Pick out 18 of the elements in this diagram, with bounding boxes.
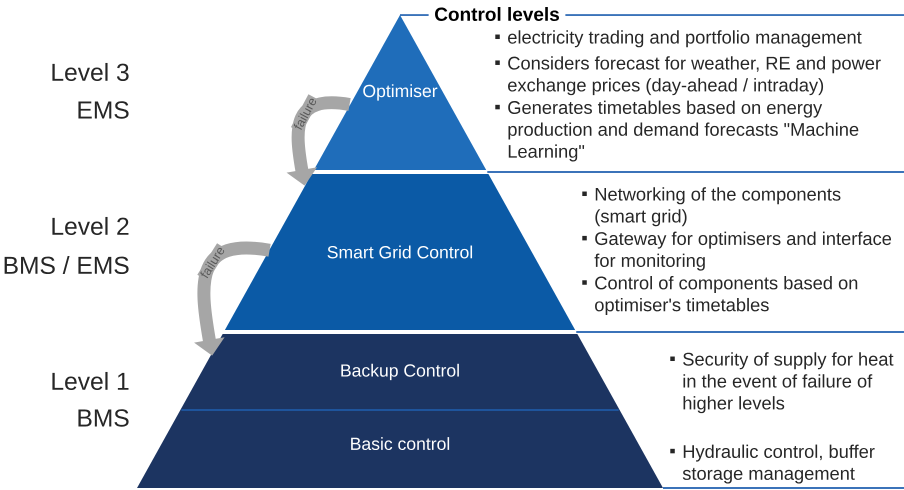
level-label: Level 2 [52,216,128,236]
pyramid-level: Backup Control [180,334,620,410]
bullet-text: Security of supply for heat in the event of failure of higher levels [683,352,894,414]
level-label: EMS [78,101,129,119]
bullet-text: Hydraulic control, buffer storage management [682,444,875,484]
level-label: BMS [78,409,129,427]
bullet-text: Gateway for optimisers and interface for monitoring [594,232,892,271]
bullet-text: electricity trading and portfolio management [508,30,862,48]
level-label: Level 3 [52,62,129,82]
level-label: Level 1 [52,372,128,390]
bullet-text: Networking of the components (smart grid) [595,187,840,226]
pyramid-level: Basic control [137,410,663,488]
heading: Control levels [428,6,566,22]
bullet-text: Generates timetables based on energy production and demand forecasts "Machine Learning" [508,100,858,162]
bullet-text: Control of components based on optimiser's timetables [595,276,858,315]
pyramid-level: Smart Grid Control [224,174,576,330]
level-label: BMS / EMS [4,256,129,274]
bullet-text: Considers forecast for weather, RE and power exchange prices (day-ahead / intraday) [508,56,881,96]
